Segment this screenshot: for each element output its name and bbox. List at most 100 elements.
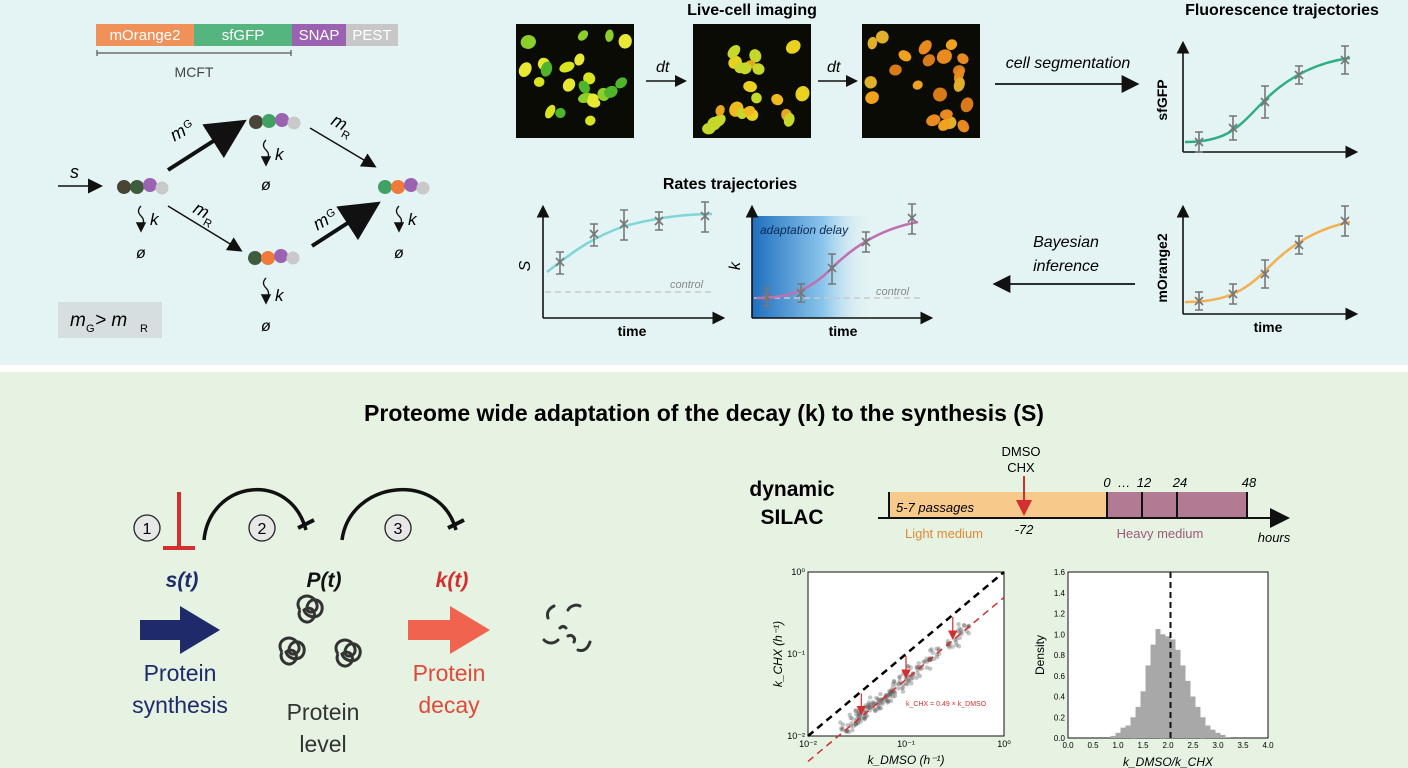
cell-nucleus <box>605 29 614 42</box>
histogram-ylabel: Density <box>1033 635 1047 675</box>
cell-nucleus <box>933 87 947 102</box>
adaptation-label: adaptation delay <box>760 223 849 237</box>
cell-nucleus <box>785 40 801 54</box>
cell-nucleus <box>898 50 912 62</box>
cell-nucleus <box>711 114 726 128</box>
scatter-point <box>956 621 961 627</box>
cell-nucleus <box>875 30 889 44</box>
level-text-1: Protein <box>287 699 360 725</box>
scatter-point <box>899 686 904 691</box>
scatter-point <box>846 729 852 735</box>
cell-nucleus <box>618 34 632 49</box>
scatter-point <box>849 721 854 726</box>
scatter-point <box>908 665 913 670</box>
cell-nucleus <box>739 62 752 75</box>
cell-nucleus <box>578 80 590 94</box>
protein-blob-icon <box>278 594 362 668</box>
inhibition-mark-1 <box>163 492 195 550</box>
x-tick-label: 4.0 <box>1262 741 1274 750</box>
protein-unmatured <box>117 178 169 195</box>
scatter-point <box>901 685 906 690</box>
arc-3 <box>340 487 458 541</box>
cell-nucleus <box>957 119 970 133</box>
histogram-bar <box>1165 636 1171 738</box>
scatter-ylabel: k_CHX (h⁻¹) <box>771 621 785 687</box>
cell-nucleus <box>938 119 951 131</box>
scatter-point <box>877 698 883 703</box>
adaptation-shading <box>752 216 872 318</box>
scatter-point <box>885 698 891 703</box>
synthesis-text-2: synthesis <box>132 692 228 718</box>
scatter-point <box>906 678 911 683</box>
cell-nucleus <box>585 115 596 126</box>
svg-text:ø: ø <box>394 245 404 262</box>
scatter-point <box>880 699 885 705</box>
passages-label: 5-7 passages <box>896 500 975 515</box>
svg-text:k: k <box>408 210 418 229</box>
scatter-point <box>887 691 893 697</box>
arc-2-tbar <box>297 518 315 530</box>
svg-text:k: k <box>150 210 160 229</box>
rate2-control-label: control <box>876 286 910 298</box>
scatter-point <box>950 644 955 649</box>
scatter-point <box>905 681 910 687</box>
bayesian-label-1: Bayesian <box>1033 234 1099 251</box>
reference-line-fit <box>807 596 1005 762</box>
x-tick-label: 3.0 <box>1212 741 1224 750</box>
scatter-point <box>897 679 902 684</box>
light-medium-label: Light medium <box>905 526 983 541</box>
scatter-point <box>867 703 872 708</box>
hours-label: hours <box>1258 530 1291 545</box>
histogram-bar <box>1215 732 1221 738</box>
regulation-scheme: 1 2 3 s(t) P(t) k(t) Protein synthesis P… <box>132 487 592 757</box>
scatter-point <box>930 650 936 655</box>
histogram-bar <box>1210 729 1216 738</box>
scatter-point <box>892 690 898 696</box>
decay-arrow-1: k ø <box>135 205 160 262</box>
histogram-bar <box>1220 734 1226 738</box>
cell-nucleus <box>926 114 941 127</box>
scatter-point <box>878 692 883 697</box>
y-tick-label: 10⁻² <box>787 731 805 741</box>
histogram-bar <box>1225 737 1231 738</box>
imaging-title: Live-cell imaging <box>687 2 817 19</box>
y-tick-label: 10⁰ <box>791 567 805 577</box>
mR-arrow-1 <box>167 205 243 252</box>
scatter-point <box>947 645 952 650</box>
cell-nucleus <box>587 93 599 105</box>
rate2-ylabel: k <box>727 261 744 270</box>
scatter-point <box>871 701 876 706</box>
scatter-point <box>889 691 894 696</box>
fl2-curve <box>1184 220 1351 304</box>
cell-nucleus <box>864 76 877 89</box>
decay-arrow-shape <box>408 606 490 654</box>
scatter-point <box>910 675 915 681</box>
scatter-point <box>862 716 867 722</box>
step-1-circle <box>133 514 161 542</box>
tick-0: 0 <box>1103 475 1111 490</box>
scatter-point <box>884 698 889 703</box>
scatter-point <box>917 673 923 679</box>
segment-morange2 <box>96 24 194 46</box>
fl1-errorbars <box>1194 45 1350 153</box>
histogram-bar <box>1185 680 1191 738</box>
cell-nucleus <box>865 91 879 104</box>
scatter-point <box>957 635 962 640</box>
x-tick-label: 10⁻¹ <box>897 739 915 749</box>
inequality-m1: m <box>70 310 86 331</box>
silac-title-2: SILAC <box>761 506 824 529</box>
scatter-point <box>851 723 856 729</box>
scatter-point <box>887 689 892 694</box>
rate2-xlabel: time <box>829 323 858 339</box>
cell-nucleus <box>771 93 784 106</box>
rates-title: Rates trajectories <box>663 176 797 193</box>
cell-nucleus <box>752 63 765 75</box>
cell-nucleus <box>540 61 553 77</box>
kinetic-scheme: s m G m R m R m G k ø <box>58 110 430 338</box>
scatter-point <box>956 644 962 649</box>
x-tick-label: 3.5 <box>1237 741 1249 750</box>
scatter-point <box>959 629 964 635</box>
segment-sfgfp <box>194 24 292 46</box>
scatter-point <box>838 720 843 725</box>
cell-nucleus <box>715 105 725 116</box>
